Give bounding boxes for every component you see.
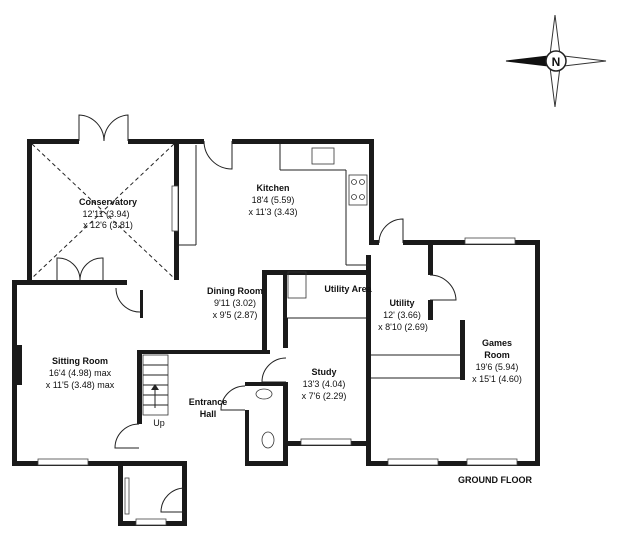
svg-text:x 9'5 (2.87): x 9'5 (2.87) [213, 310, 258, 320]
svg-text:Utility: Utility [389, 298, 414, 308]
svg-text:x 11'5 (3.48) max: x 11'5 (3.48) max [46, 380, 115, 390]
svg-text:12'11 (3.94): 12'11 (3.94) [82, 209, 129, 219]
room-label-entrance-hall: Entrance Hall [189, 397, 228, 419]
room-label-conservatory: Conservatory 12'11 (3.94) x 12'6 (3.81) [79, 197, 137, 230]
svg-text:x 7'6 (2.29): x 7'6 (2.29) [302, 391, 347, 401]
svg-text:Games: Games [482, 338, 512, 348]
svg-text:Entrance: Entrance [189, 397, 228, 407]
floor-label: GROUND FLOOR [458, 475, 532, 485]
svg-text:12' (3.66): 12' (3.66) [383, 310, 421, 320]
room-label-sitting-room: Sitting Room 16'4 (4.98) max x 11'5 (3.4… [46, 356, 115, 390]
svg-text:Sitting Room: Sitting Room [52, 356, 108, 366]
svg-text:16'4 (4.98) max: 16'4 (4.98) max [49, 368, 112, 378]
compass-rose-icon: N [505, 14, 607, 108]
svg-text:Study: Study [311, 367, 336, 377]
svg-text:Utility Area: Utility Area [324, 284, 372, 294]
room-label-kitchen: Kitchen 18'4 (5.59) x 11'3 (3.43) [248, 183, 297, 217]
compass-letter: N [552, 55, 561, 69]
svg-text:Kitchen: Kitchen [256, 183, 289, 193]
svg-text:Room: Room [484, 350, 510, 360]
room-label-dining-room: Dining Room 9'11 (3.02) x 9'5 (2.87) [207, 286, 263, 320]
svg-text:x 15'1 (4.60): x 15'1 (4.60) [472, 374, 522, 384]
main-walls [12, 139, 540, 526]
svg-text:18'4 (5.59): 18'4 (5.59) [252, 195, 295, 205]
svg-text:9'11 (3.02): 9'11 (3.02) [214, 298, 256, 308]
svg-text:x 8'10 (2.69): x 8'10 (2.69) [378, 322, 428, 332]
room-label-utility: Utility 12' (3.66) x 8'10 (2.69) [378, 298, 428, 332]
svg-text:Conservatory: Conservatory [79, 197, 137, 207]
room-label-utility-area: Utility Area [324, 284, 372, 294]
room-label-study: Study 13'3 (4.04) x 7'6 (2.29) [302, 367, 347, 401]
stairs-up-label: Up [153, 418, 165, 428]
room-label-games-room: Games Room 19'6 (5.94) x 15'1 (4.60) [472, 338, 522, 384]
windows [37, 185, 518, 526]
svg-text:x 11'3 (3.43): x 11'3 (3.43) [248, 207, 297, 217]
svg-text:x 12'6 (3.81): x 12'6 (3.81) [83, 220, 133, 230]
svg-text:Dining Room: Dining Room [207, 286, 263, 296]
svg-text:13'3 (4.04): 13'3 (4.04) [303, 379, 346, 389]
svg-text:Hall: Hall [200, 409, 217, 419]
staircase [142, 354, 169, 416]
svg-text:19'6 (5.94): 19'6 (5.94) [476, 362, 519, 372]
